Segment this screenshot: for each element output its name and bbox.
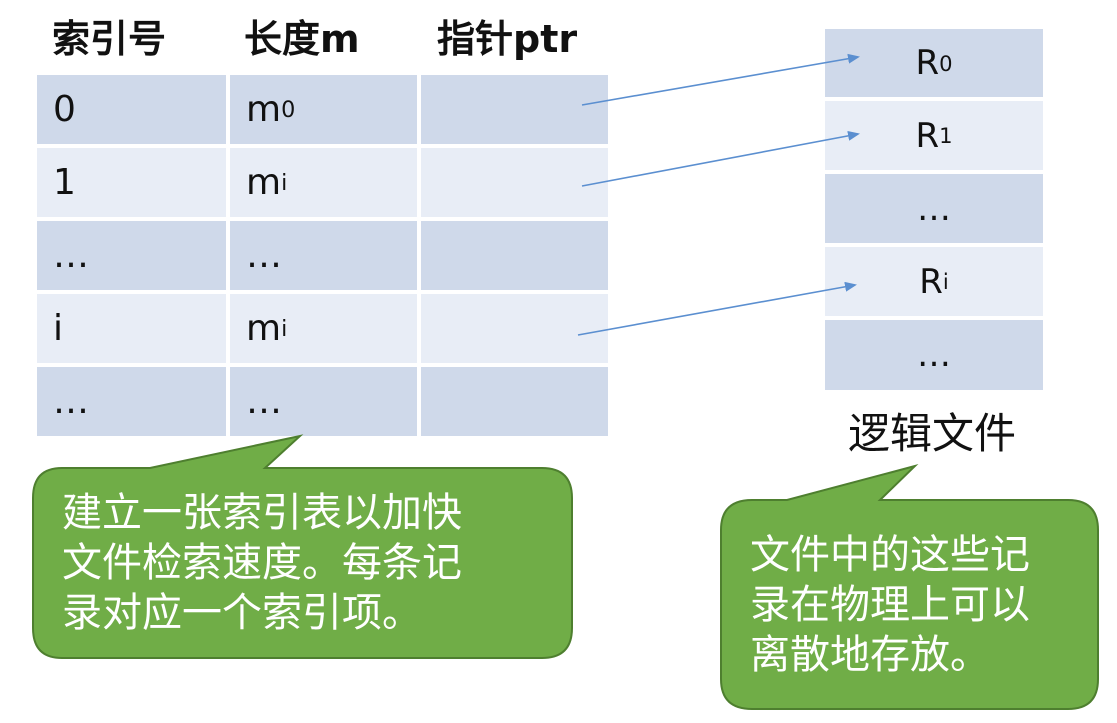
table-cell-index: …	[35, 365, 228, 438]
table-cell-length: …	[228, 219, 419, 292]
record-cell: …	[823, 172, 1045, 245]
record-cell: …	[823, 318, 1045, 392]
table-cell-length: …	[228, 365, 419, 438]
logical-file-title: 逻辑文件	[848, 409, 1017, 458]
table-cell-pointer	[419, 292, 610, 365]
pointer-arrow-1	[581, 130, 860, 187]
table-cell-index: 0	[35, 73, 228, 146]
table-cell-index: …	[35, 219, 228, 292]
header-index: 索引号	[52, 17, 167, 61]
left-callout-bubble	[32, 434, 573, 659]
header-length: 长度m	[244, 17, 360, 61]
right-callout-bubble	[720, 464, 1099, 710]
table-cell-pointer	[419, 219, 610, 292]
left-callout-text: 建立一张索引表以加快 文件检索速度。每条记 录对应一个索引项。	[62, 490, 462, 636]
table-cell-pointer	[419, 146, 610, 219]
pointer-arrow-0	[581, 53, 860, 106]
pointer-arrow-i	[577, 281, 857, 336]
table-cell-pointer	[419, 365, 610, 438]
table-cell-index: i	[35, 292, 228, 365]
right-callout-text: 文件中的这些记 录在物理上可以 离散地存放。	[750, 532, 1030, 678]
table-cell-pointer	[419, 73, 610, 146]
table-cell-index: 1	[35, 146, 228, 219]
header-pointer: 指针ptr	[437, 17, 578, 61]
